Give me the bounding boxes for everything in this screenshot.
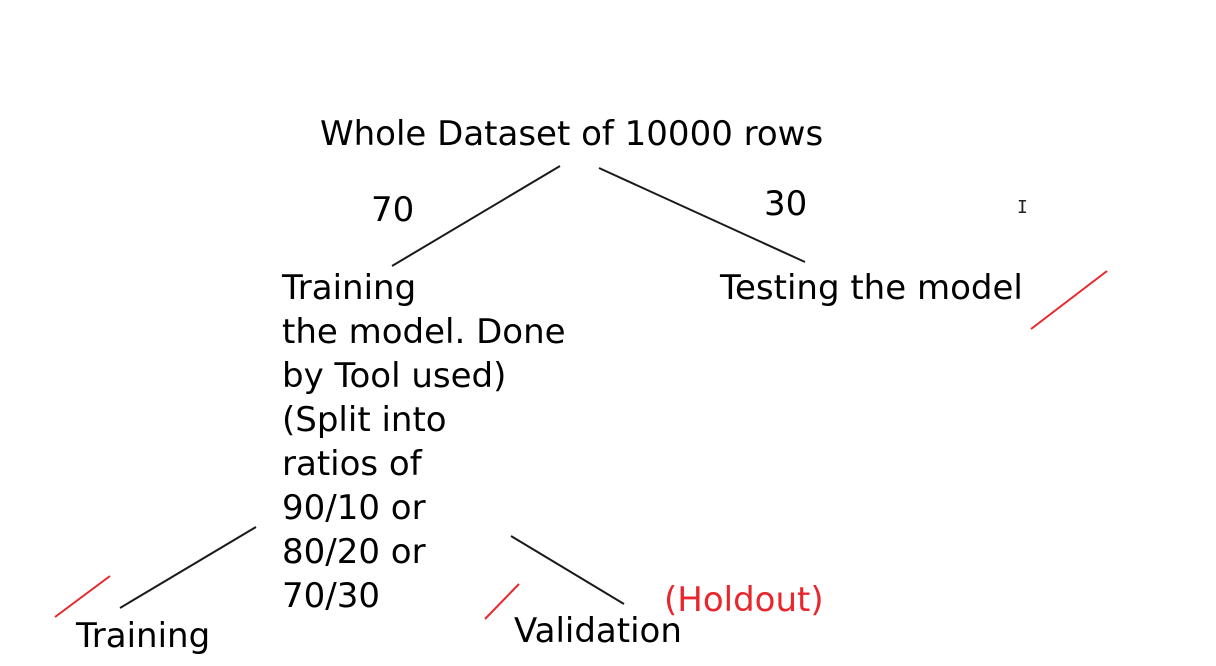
validation-leaf-label: Validation bbox=[514, 611, 682, 651]
red-tick-training-leaf bbox=[54, 575, 111, 618]
training-node-line: (Split into bbox=[282, 400, 447, 440]
split-left-percent: 70 bbox=[371, 190, 415, 230]
training-node-line: Training bbox=[282, 268, 417, 308]
edge-training-to-training-leaf bbox=[119, 526, 257, 609]
training-node-line: the model. Done bbox=[282, 312, 566, 352]
text-cursor-icon: I bbox=[1017, 197, 1028, 218]
testing-node-label: Testing the model bbox=[720, 268, 1023, 308]
split-right-percent: 30 bbox=[764, 184, 808, 224]
red-tick-testing bbox=[1030, 270, 1108, 330]
training-node-line: 90/10 or bbox=[282, 488, 426, 528]
edge-root-to-training bbox=[391, 165, 561, 267]
red-tick-validation-leaf bbox=[484, 583, 520, 620]
edge-training-to-validation-leaf bbox=[510, 535, 625, 605]
training-node-line: 80/20 or bbox=[282, 532, 426, 572]
holdout-annotation: (Holdout) bbox=[664, 580, 824, 620]
training-leaf-label: Training bbox=[76, 616, 211, 656]
edge-root-to-testing bbox=[598, 167, 806, 263]
root-node-label: Whole Dataset of 10000 rows bbox=[320, 114, 824, 154]
training-node-line: ratios of bbox=[282, 444, 422, 484]
training-node-line: 70/30 bbox=[282, 576, 380, 616]
training-node-line: by Tool used) bbox=[282, 356, 507, 396]
training-node-label: Training the model. Done by Tool used) (… bbox=[282, 266, 566, 618]
